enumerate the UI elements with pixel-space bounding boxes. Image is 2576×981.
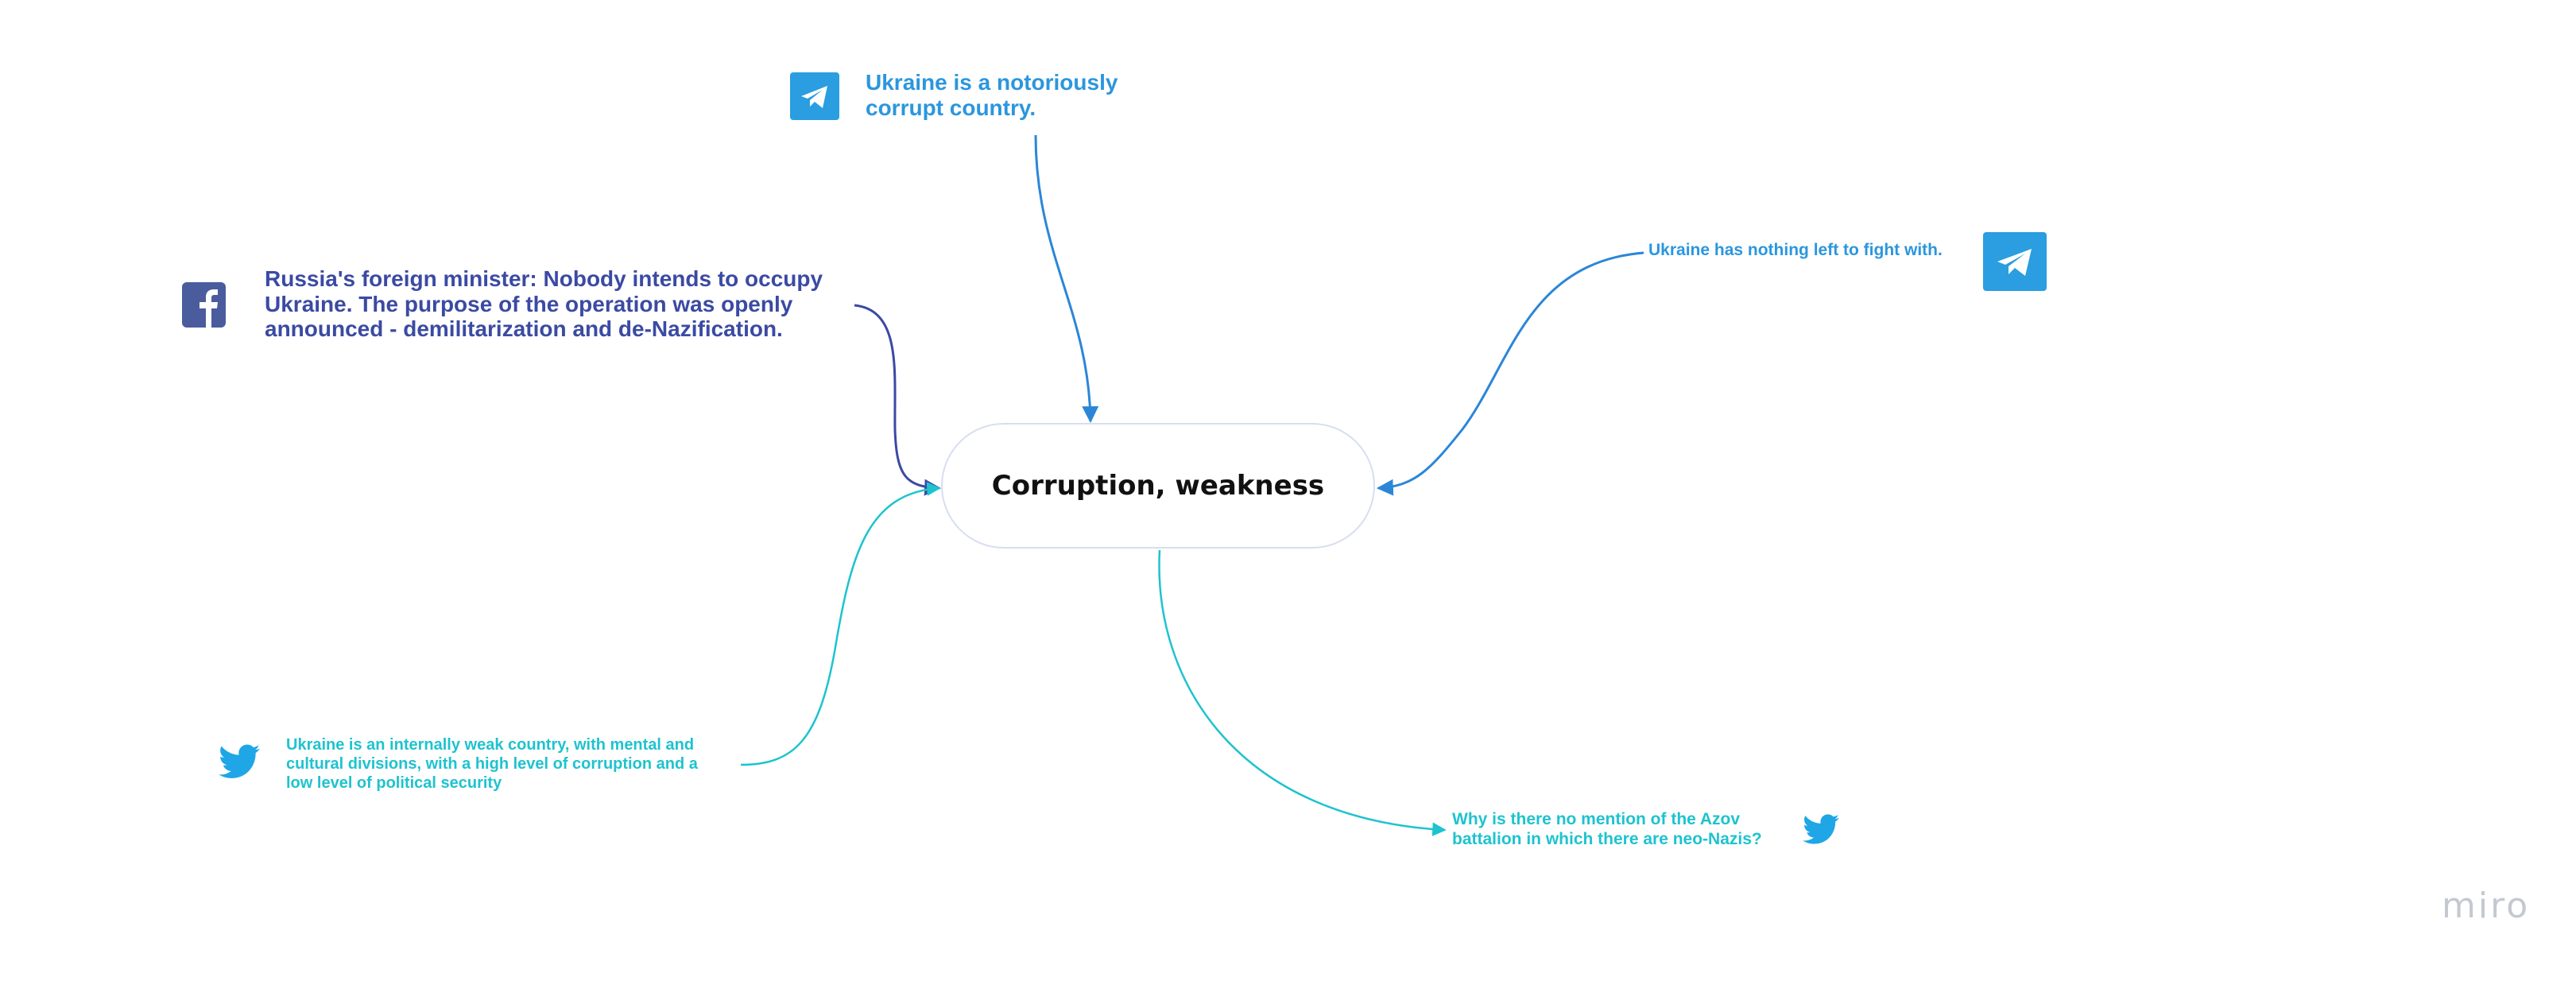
post-line: low level of political security xyxy=(286,774,502,792)
telegram-icon xyxy=(1983,232,2047,291)
connector-telegram-right xyxy=(1376,251,1644,496)
telegram-post-nothing-left: Ukraine has nothing left to fight with. xyxy=(1648,241,1943,260)
twitter-icon xyxy=(219,744,260,778)
post-line: Ukraine is a notoriously xyxy=(866,70,1118,95)
twitter-post-weak-country: Ukraine is an internally weak country, w… xyxy=(286,735,698,793)
telegram-icon xyxy=(790,72,839,120)
post-line: Russia's foreign minister: Nobody intend… xyxy=(265,266,823,291)
facebook-icon xyxy=(182,282,226,328)
post-line: battalion in which there are neo-Nazis? xyxy=(1452,829,1762,848)
connector-facebook xyxy=(854,304,942,496)
post-line: announced - demilitarization and de-Nazi… xyxy=(265,316,783,342)
telegram-post-corrupt-country: Ukraine is a notoriously corrupt country… xyxy=(866,70,1118,121)
miro-logo[interactable]: miro xyxy=(2442,886,2531,926)
post-line: Why is there no mention of the Azov xyxy=(1452,810,1741,828)
twitter-icon xyxy=(1803,814,1839,844)
connector-twitter-bottom xyxy=(1158,549,1447,836)
post-line: Ukraine. The purpose of the operation wa… xyxy=(265,291,793,316)
facebook-post-foreign-minister: Russia's foreign minister: Nobody intend… xyxy=(265,266,823,342)
post-line: Ukraine has nothing left to fight with. xyxy=(1648,241,1943,259)
twitter-post-azov-battalion: Why is there no mention of the Azov batt… xyxy=(1452,810,1762,849)
post-line: Ukraine is an internally weak country, w… xyxy=(286,736,695,754)
post-line: corrupt country. xyxy=(866,95,1036,121)
connector-telegram-top xyxy=(1034,134,1099,424)
connector-twitter-left xyxy=(740,482,941,766)
central-topic-label: Corruption, weakness xyxy=(991,470,1325,502)
post-line: cultural divisions, with a high level of… xyxy=(286,755,698,773)
central-topic-node[interactable]: Corruption, weakness xyxy=(941,423,1375,549)
